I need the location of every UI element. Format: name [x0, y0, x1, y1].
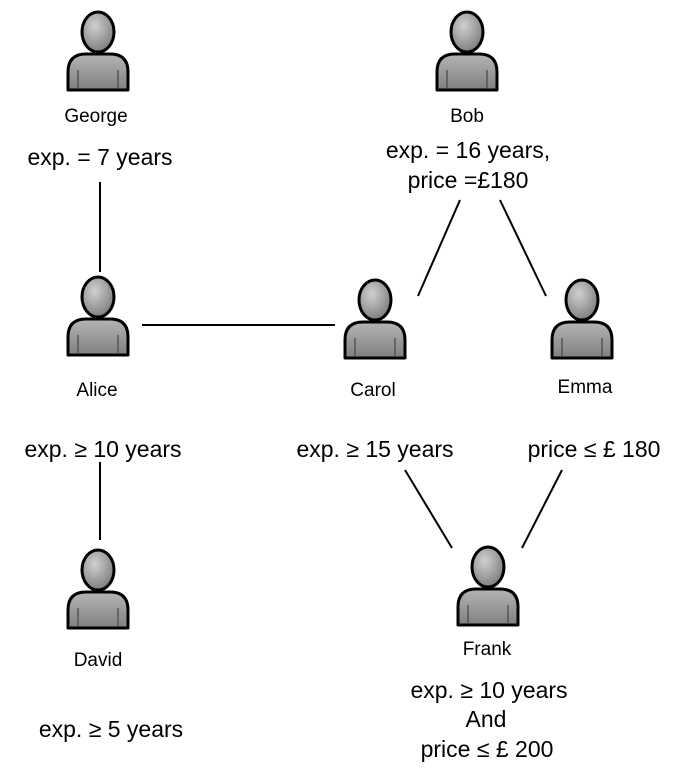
edge-label-alice-david: exp. ≥ 10 years: [24, 436, 181, 462]
edge-label-carol-frank: exp. ≥ 15 years: [296, 436, 453, 462]
node-name-david: David: [74, 650, 123, 671]
node-name-george: George: [64, 106, 127, 127]
person-frank-icon: [456, 545, 520, 627]
person-david-icon: [66, 548, 130, 630]
person-bob-icon: [435, 10, 499, 92]
node-attr-frank-1: And: [466, 706, 507, 732]
person-alice-icon: [66, 275, 130, 357]
node-attr-george-0: exp. = 7 years: [27, 144, 172, 170]
node-attr-bob-1: price =£180: [408, 167, 529, 193]
edge-emma-frank: [521, 469, 563, 549]
person-emma-icon: [550, 278, 614, 360]
node-name-frank: Frank: [463, 639, 512, 660]
node-attr-frank-0: exp. ≥ 10 years: [410, 677, 567, 703]
node-name-emma: Emma: [558, 377, 613, 398]
person-carol-icon: [343, 278, 407, 360]
node-name-carol: Carol: [350, 380, 395, 401]
edge-bob-emma: [499, 199, 547, 297]
edge-carol-frank: [404, 469, 453, 549]
edge-label-emma-frank: price ≤ £ 180: [528, 436, 661, 462]
node-attr-bob-0: exp. = 16 years,: [386, 137, 550, 163]
node-name-bob: Bob: [450, 106, 484, 127]
node-name-alice: Alice: [76, 380, 117, 401]
person-george-icon: [66, 10, 130, 92]
node-attr-frank-2: price ≤ £ 200: [421, 736, 554, 762]
edge-carol-bob: [417, 199, 461, 297]
node-attr-david-0: exp. ≥ 5 years: [39, 716, 183, 742]
